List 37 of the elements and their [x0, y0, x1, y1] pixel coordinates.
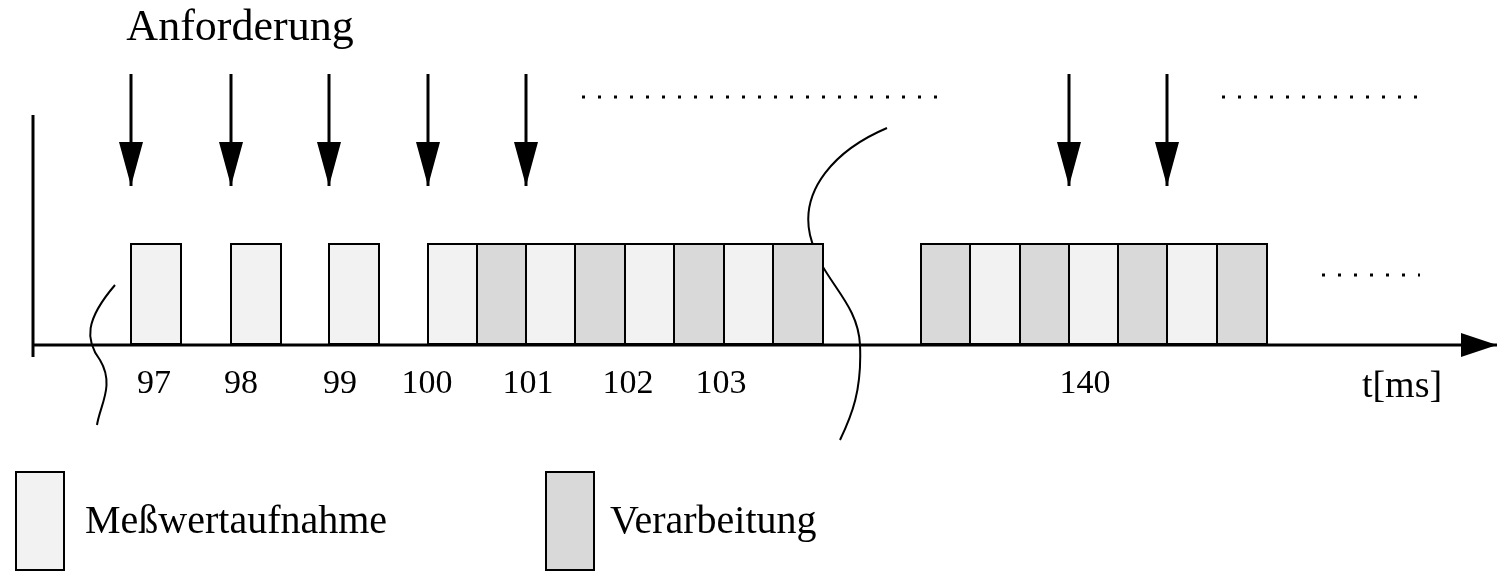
time-slot-bar	[1019, 243, 1070, 345]
request-arrow	[1155, 74, 1179, 186]
time-tick-label: 102	[602, 365, 654, 399]
time-tick-label: 101	[502, 365, 554, 399]
time-slot-bar	[1068, 243, 1119, 345]
request-label: Anforderung	[126, 4, 354, 48]
legend-label: Meßwertaufnahme	[85, 500, 388, 540]
axis-label: t[ms]	[1361, 365, 1443, 403]
request-arrow	[1057, 74, 1081, 186]
time-slot-bar	[772, 243, 824, 345]
request-arrow	[514, 74, 538, 186]
time-slot-bar	[969, 243, 1021, 345]
time-slot-bar	[624, 243, 675, 345]
time-slot-bar	[230, 243, 282, 345]
time-slot-bar	[1216, 243, 1268, 345]
time-slot-bar	[1166, 243, 1218, 345]
request-arrow	[119, 74, 143, 186]
time-slot-bar	[525, 243, 576, 345]
time-tick-label: 103	[695, 365, 747, 399]
time-slot-bar	[673, 243, 725, 345]
time-slot-bar	[476, 243, 527, 345]
time-slot-bar	[427, 243, 478, 345]
time-tick-label: 98	[224, 365, 258, 399]
time-tick-label: 100	[401, 365, 453, 399]
time-tick-label: 97	[137, 365, 171, 399]
time-tick-label: 140	[1059, 365, 1111, 399]
request-arrow	[317, 74, 341, 186]
time-slot-bar	[130, 243, 182, 345]
request-arrow	[416, 74, 440, 186]
time-slot-bar	[920, 243, 971, 345]
time-tick-label: 99	[323, 365, 357, 399]
time-slot-bar	[328, 243, 380, 345]
request-arrow	[219, 74, 243, 186]
legend-label: Verarbeitung	[610, 500, 817, 540]
time-slot-bar	[723, 243, 774, 345]
time-slot-bar	[1117, 243, 1168, 345]
time-slot-bar	[574, 243, 626, 345]
